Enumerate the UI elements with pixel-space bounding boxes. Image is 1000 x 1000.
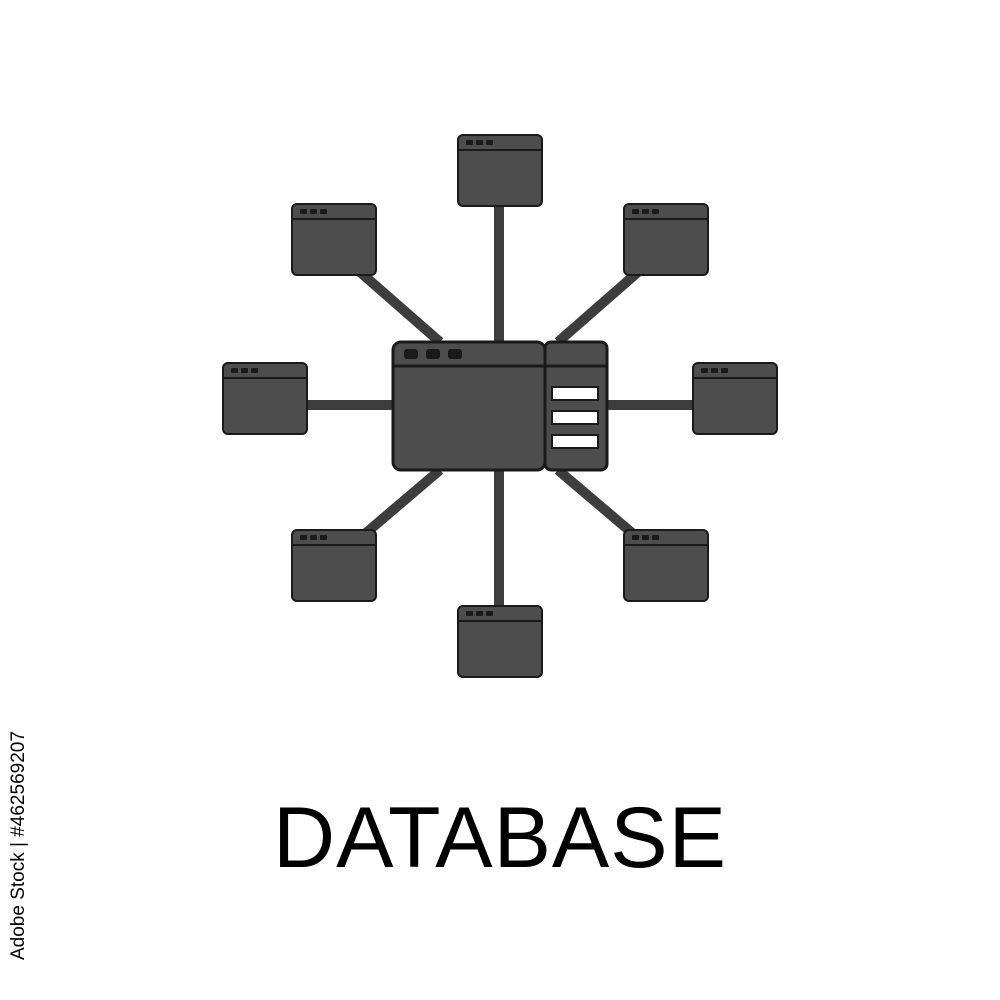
central-window [391,340,547,472]
window-node-bottom-left [291,529,377,602]
connector-bottom-left [356,466,444,542]
server-panel [543,340,609,472]
server-slot-1 [551,386,599,401]
window-node-top-right [623,203,709,276]
connector-top-left [356,268,444,346]
server-window-icon [391,340,609,472]
server-slot-3 [551,434,599,449]
window-node-left [222,362,308,435]
connector-top-right [554,268,642,346]
server-slot-2 [551,410,599,425]
window-node-bottom [457,605,543,678]
window-node-top [457,134,543,207]
window-dot-1 [404,349,418,359]
connector-lines [305,205,694,607]
stock-id-watermark: Adobe Stock | #462569207 [8,731,29,960]
connector-bottom-right [554,466,642,542]
window-node-right [692,362,778,435]
window-dot-2 [426,349,440,359]
window-dot-3 [448,349,462,359]
window-node-bottom-right [623,529,709,602]
caption-title: DATABASE [272,790,728,886]
satellite-nodes [222,134,778,678]
window-node-top-left [291,203,377,276]
